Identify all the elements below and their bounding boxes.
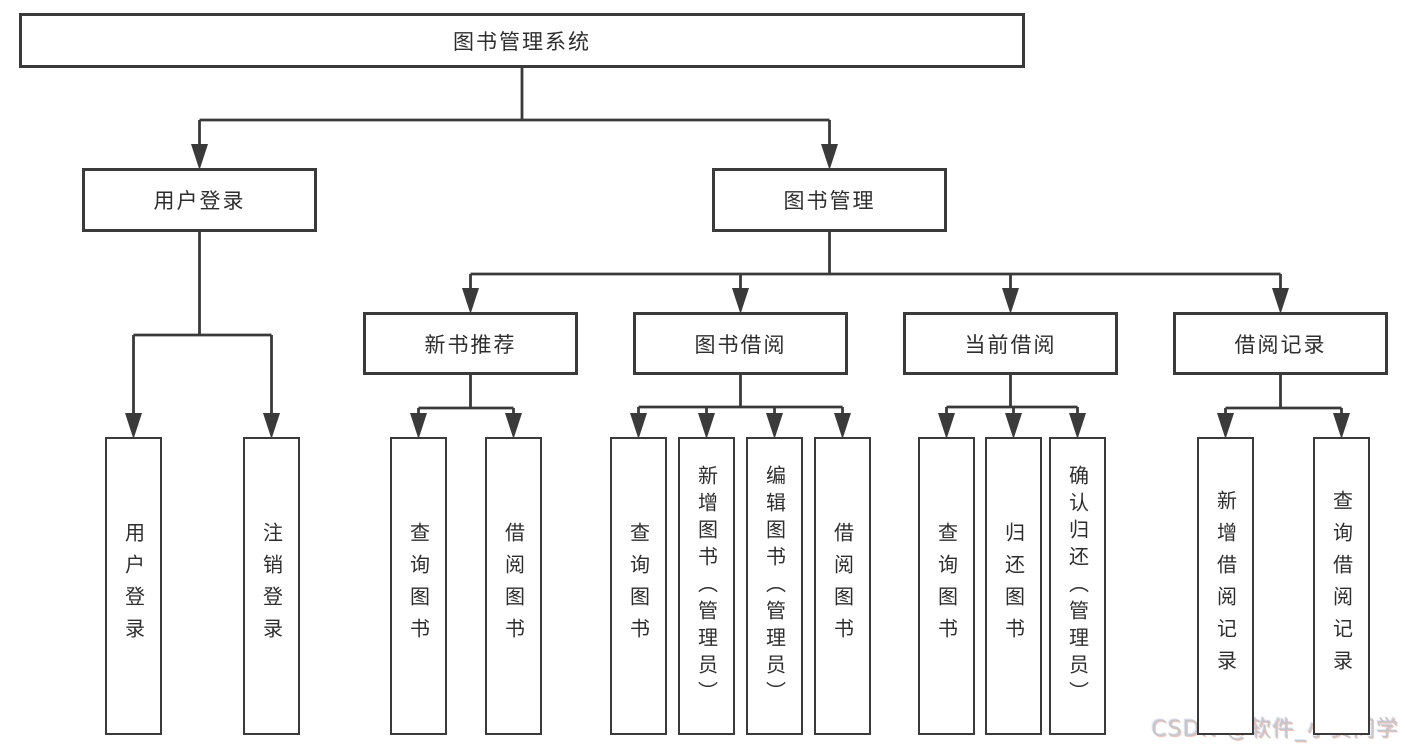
node-label: 图书借阅 [694,332,787,357]
node-borrow-records: 借阅记录 [1173,312,1388,375]
node-book-borrow: 图书借阅 [633,312,848,375]
node-label: 确认归还（管理员） [1065,464,1090,708]
node-current-borrow: 当前借阅 [903,312,1118,375]
node-bb-edit: 编辑图书（管理员） [746,437,803,735]
node-label: 编辑图书（管理员） [762,464,787,708]
node-bb-query: 查询图书 [610,437,667,735]
node-label: 借阅图书 [830,522,855,650]
node-label: 借阅记录 [1234,332,1327,357]
node-label: 查询借阅记录 [1329,490,1354,682]
node-label: 查询图书 [406,522,431,650]
node-bb-add: 新增图书（管理员） [678,437,735,735]
node-cb-return: 归还图书 [985,437,1042,735]
node-ul-login: 用户登录 [105,437,162,735]
node-br-add: 新增借阅记录 [1197,437,1254,735]
node-label: 用户登录 [153,189,246,213]
node-label: 注销登录 [259,522,284,650]
node-new-book-rec: 新书推荐 [363,312,578,375]
node-label: 查询图书 [626,522,651,650]
node-label: 查询图书 [934,522,959,650]
node-ul-logout: 注销登录 [243,437,300,735]
node-root: 图书管理系统 [19,13,1025,68]
node-label: 借阅图书 [501,522,526,650]
node-cb-confirm: 确认归还（管理员） [1049,437,1106,735]
node-cb-query: 查询图书 [918,437,975,735]
node-nb-query: 查询图书 [390,437,447,735]
node-label: 新增借阅记录 [1213,490,1238,682]
node-label: 新增图书（管理员） [694,464,719,708]
node-label: 图书管理 [783,189,876,213]
node-nb-borrow: 借阅图书 [485,437,542,735]
node-label: 新书推荐 [424,332,517,357]
node-label: 图书管理系统 [453,29,591,54]
node-br-query: 查询借阅记录 [1313,437,1370,735]
node-book-mgmt: 图书管理 [712,168,947,232]
node-bb-borrow: 借阅图书 [814,437,871,735]
node-user-login: 用户登录 [82,168,317,232]
node-label: 用户登录 [121,522,146,650]
node-label: 归还图书 [1001,522,1026,650]
node-label: 当前借阅 [964,332,1057,357]
